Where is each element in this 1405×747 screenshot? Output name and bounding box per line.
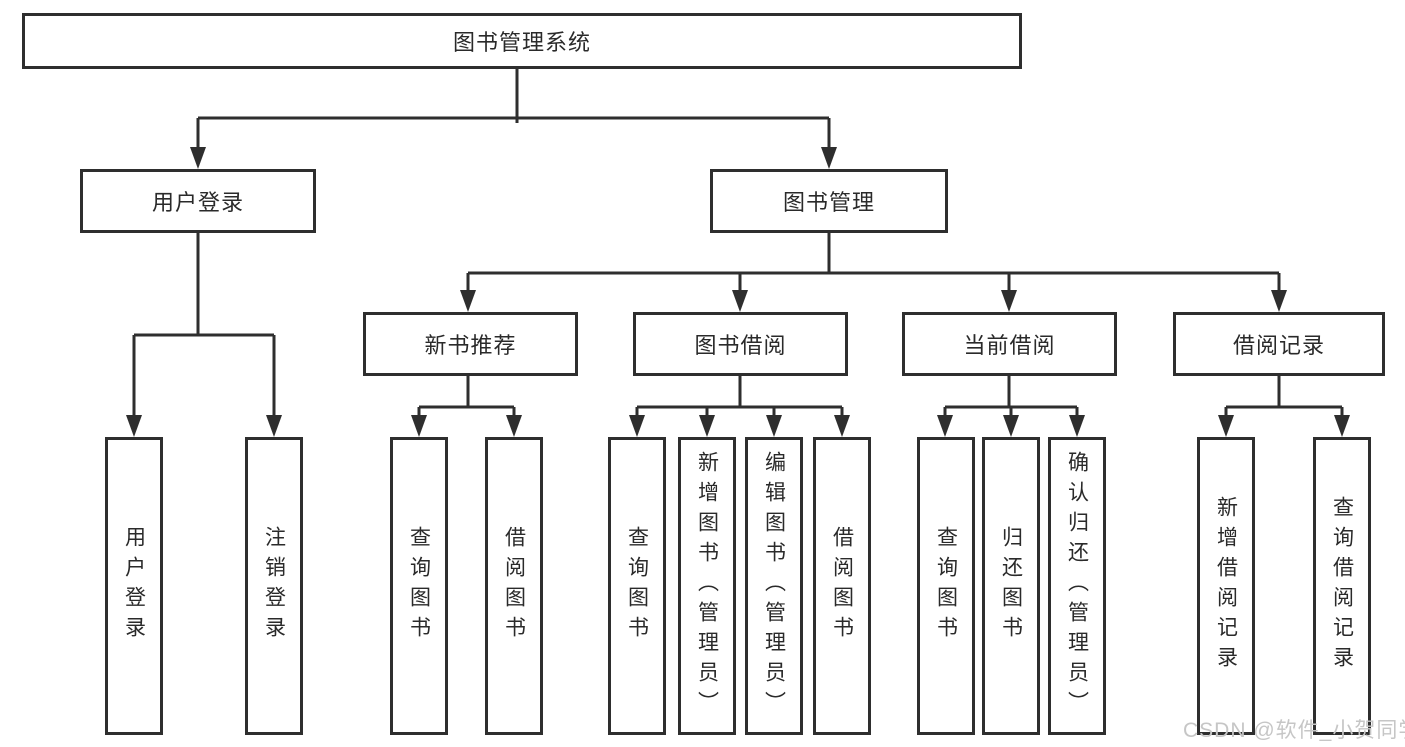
leaf-logout: 注销登录: [245, 437, 303, 735]
node-new-book-recommend: 新书推荐: [363, 312, 578, 376]
leaf-borrow-query-books: 查询图书: [608, 437, 666, 735]
arrowheads: [126, 147, 1350, 437]
leaf-recommend-borrow-books: 借阅图书: [485, 437, 543, 735]
node-current-borrow: 当前借阅: [902, 312, 1117, 376]
node-borrow-records: 借阅记录: [1173, 312, 1385, 376]
leaf-borrow-add-books-admin: 新增图书（管理员）: [678, 437, 736, 735]
leaf-recommend-query-books: 查询图书: [390, 437, 448, 735]
node-user-login: 用户登录: [80, 169, 316, 233]
leaf-current-confirm-return-admin: 确认归还（管理员）: [1048, 437, 1106, 735]
leaf-borrow-borrow-books: 借阅图书: [813, 437, 871, 735]
node-book-borrow: 图书借阅: [633, 312, 848, 376]
node-library-management-system: 图书管理系统: [22, 13, 1022, 69]
node-book-management: 图书管理: [710, 169, 948, 233]
leaf-borrow-edit-books-admin: 编辑图书（管理员）: [745, 437, 803, 735]
leaf-user-login: 用户登录: [105, 437, 163, 735]
leaf-current-return-books: 归还图书: [982, 437, 1040, 735]
leaf-records-query-record: 查询借阅记录: [1313, 437, 1371, 735]
csdn-watermark: CSDN @软件_小贺同学: [1183, 719, 1405, 742]
leaf-current-query-books: 查询图书: [917, 437, 975, 735]
leaf-records-add-record: 新增借阅记录: [1197, 437, 1255, 735]
